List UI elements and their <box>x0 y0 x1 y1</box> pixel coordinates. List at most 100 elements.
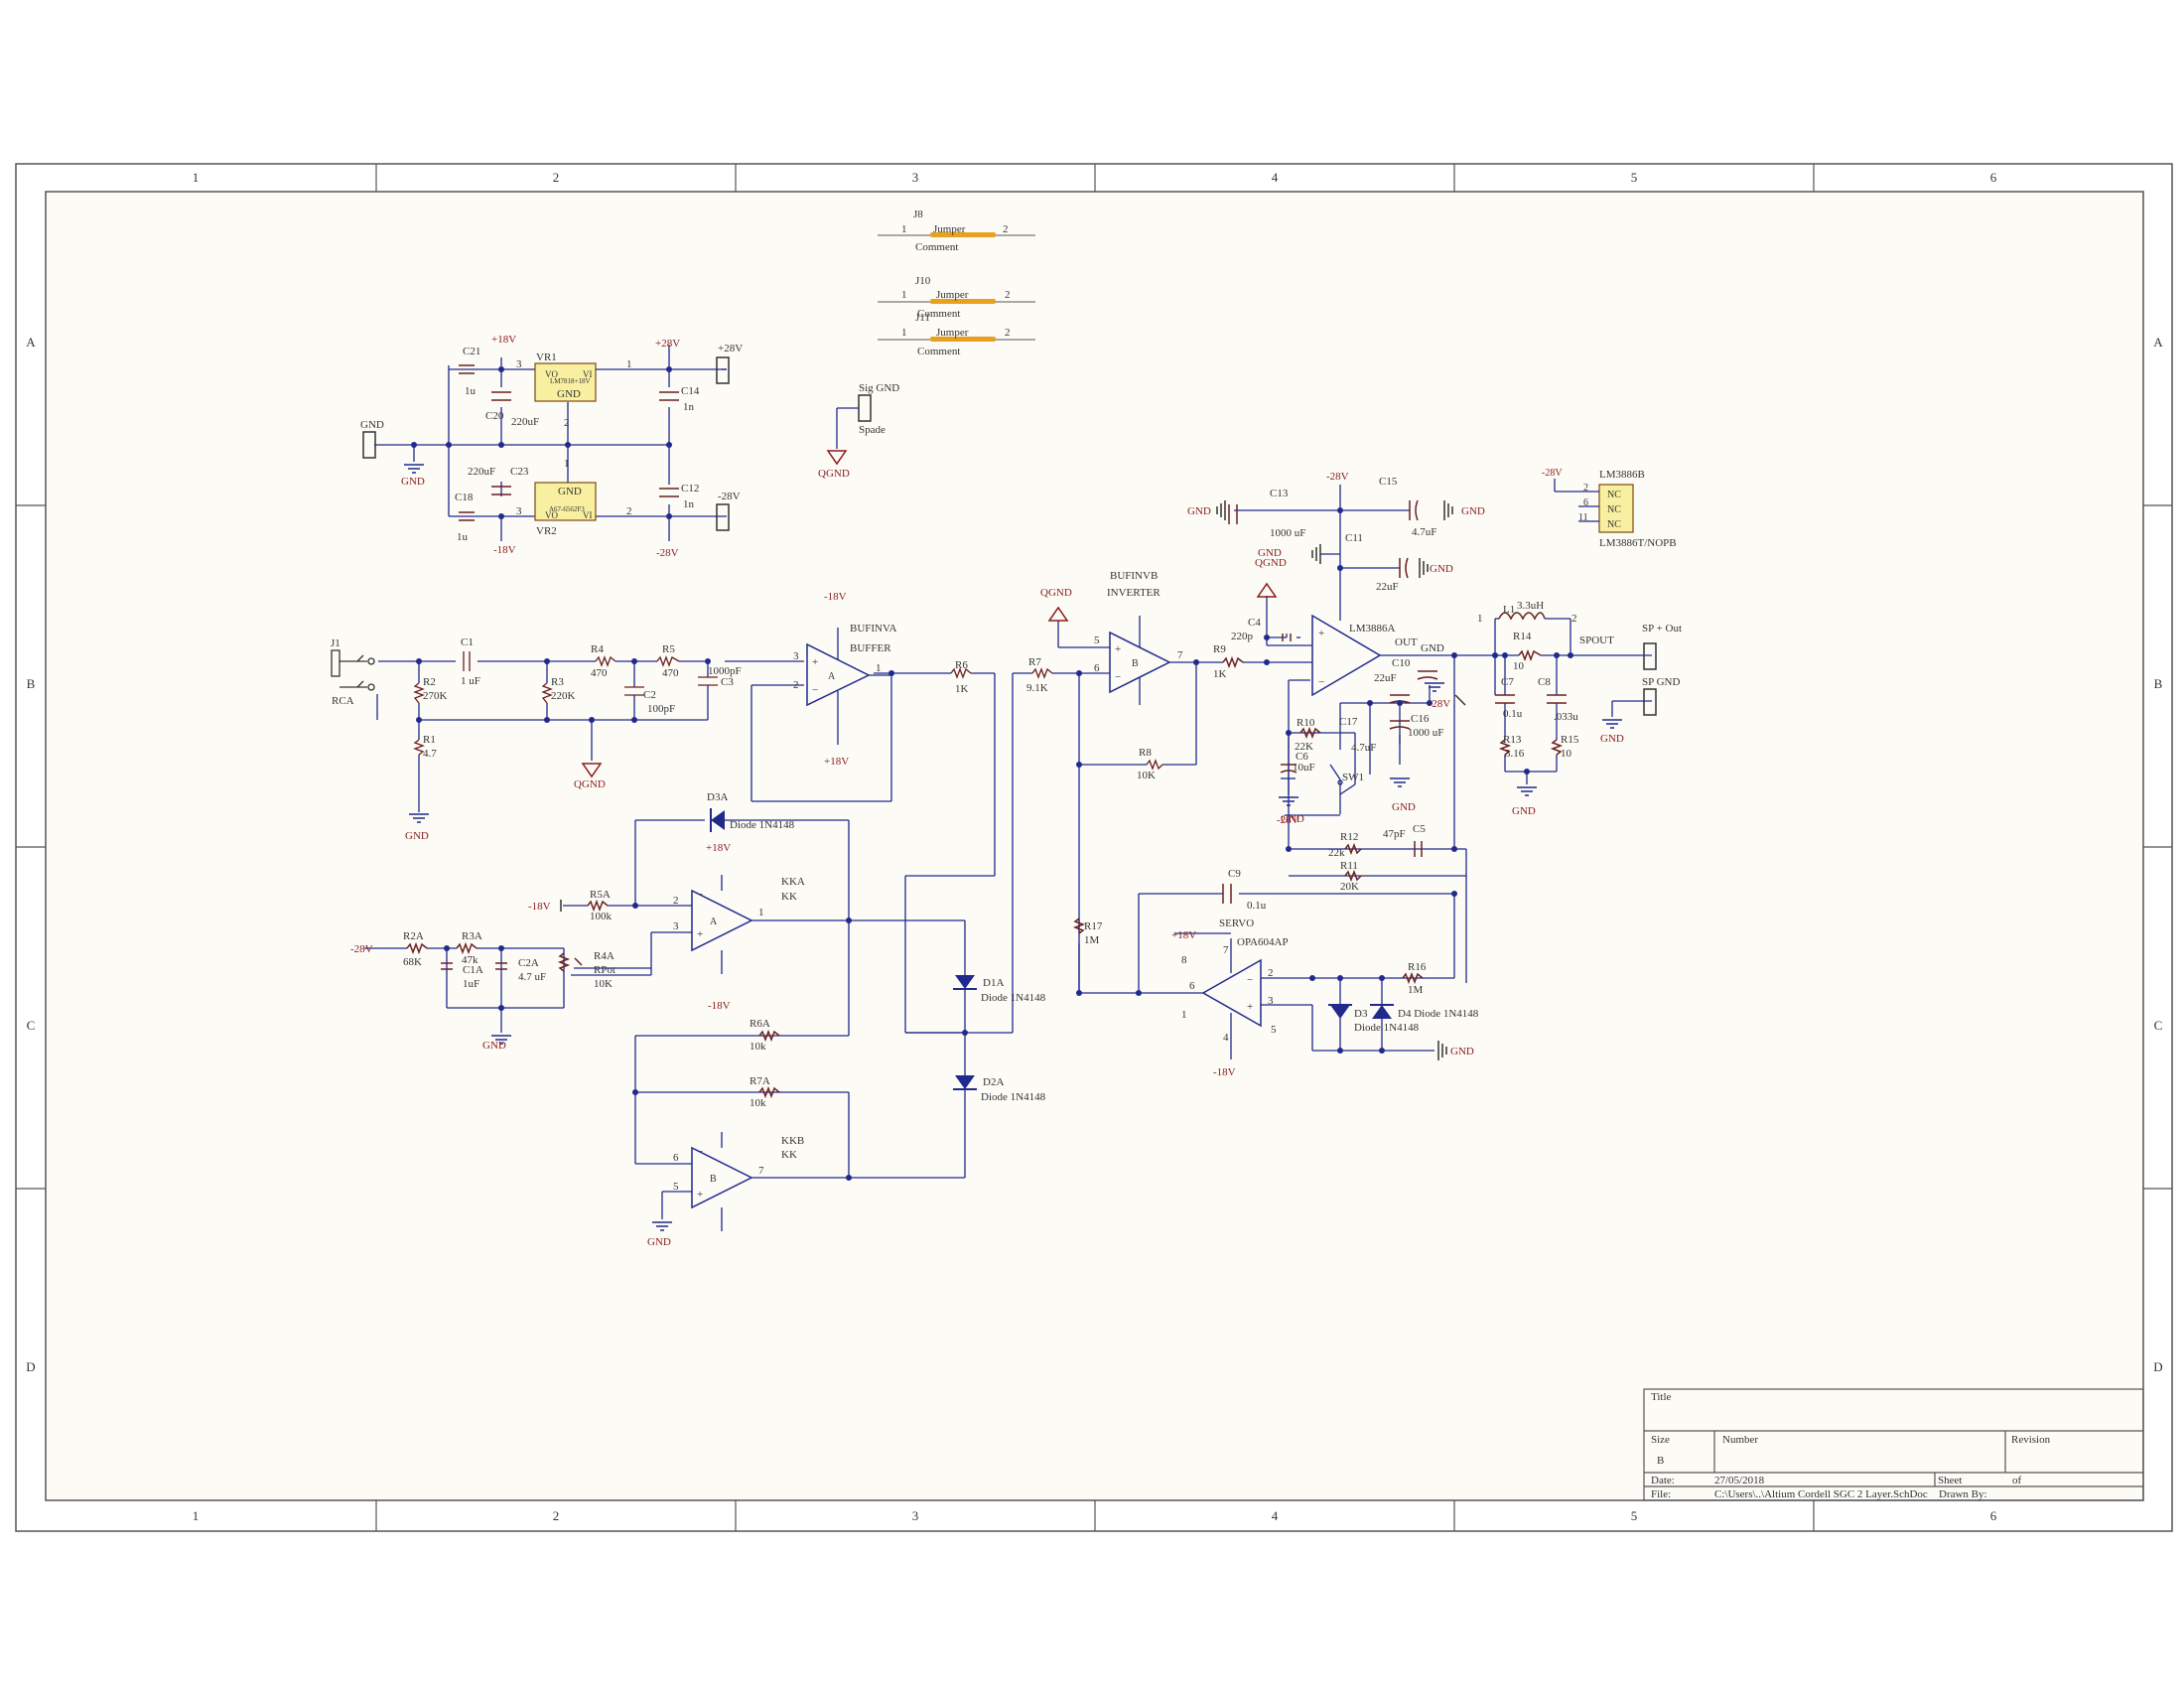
nc-label: NC <box>1607 490 1621 500</box>
gnd-label: GND <box>1281 813 1304 825</box>
net-p18: +18V <box>1171 929 1196 941</box>
c23-val: 220uF <box>468 466 495 478</box>
limiter-diodes <box>710 808 977 1090</box>
jumper-comment: Comment <box>917 346 960 357</box>
spade-part: Spade <box>859 424 886 436</box>
r5-val: 470 <box>662 667 679 679</box>
r3-val: 220K <box>551 690 576 702</box>
c14-ref: C14 <box>681 385 700 397</box>
r11-val: 20K <box>1340 881 1359 893</box>
l1-val: 3.3uH <box>1517 600 1544 612</box>
rca-label: RCA <box>332 695 354 707</box>
col-label: 4 <box>1272 170 1279 185</box>
gnd-label: GND <box>1461 505 1485 517</box>
svg-text:3: 3 <box>1268 995 1274 1007</box>
r17-val: 1M <box>1084 934 1100 946</box>
jumper-name: Jumper <box>936 327 969 339</box>
svg-text:+: + <box>1318 628 1324 639</box>
r13-val: 3.16 <box>1505 748 1525 760</box>
gnd-label: GND <box>1258 547 1282 559</box>
r4-val: 470 <box>591 667 608 679</box>
d4-ref: D4 Diode 1N4148 <box>1398 1008 1479 1020</box>
svg-text:B: B <box>710 1174 717 1185</box>
jumper-block: J8 1 Jumper 2 Comment J10 1 Jumper 2 Com… <box>878 209 1035 357</box>
sp-gnd-connector <box>1643 688 1657 716</box>
c23-ref: C23 <box>510 466 529 478</box>
gnd-label: GND <box>1600 733 1624 745</box>
r10-ref: R10 <box>1297 717 1315 729</box>
svg-text:4: 4 <box>1223 1032 1229 1044</box>
c6-ref: C6 <box>1296 751 1308 763</box>
net-n28: -28V <box>1326 471 1349 483</box>
svg-text:+: + <box>812 656 818 668</box>
r13-ref: R13 <box>1503 734 1522 746</box>
vr1-gnd: GND <box>557 388 581 400</box>
svg-text:A: A <box>710 917 718 927</box>
conn-gnd <box>362 431 376 459</box>
net-p18: +18V <box>824 756 849 768</box>
pin: 2 <box>1583 483 1588 494</box>
file-value: C:\Users\..\Altium Cordell SGC 2 Layer.S… <box>1714 1488 1928 1500</box>
sp-plus-label: SP + Out <box>1642 623 1682 635</box>
date-value: 27/05/2018 <box>1714 1475 1765 1486</box>
jumper-pin: 1 <box>901 327 907 339</box>
c9-val: 0.1u <box>1247 900 1267 912</box>
svg-text:6: 6 <box>673 1152 679 1164</box>
c2-val: 100pF <box>647 703 675 715</box>
r2a-ref: R2A <box>403 930 424 942</box>
sp-out-connector <box>1643 642 1657 670</box>
r7-val: 9.1K <box>1026 682 1048 694</box>
d1a-ref: D1A <box>983 977 1004 989</box>
col-label: 6 <box>1990 170 1997 185</box>
r16-val: 1M <box>1408 984 1424 996</box>
svg-text:1: 1 <box>1477 613 1483 625</box>
r3a-ref: R3A <box>462 930 482 942</box>
c1a-ref: C1A <box>463 964 483 976</box>
kka-name: KKA <box>781 876 805 888</box>
r6a-ref: R6A <box>750 1018 770 1030</box>
r15-ref: R15 <box>1561 734 1579 746</box>
c7-val: 0.1u <box>1503 708 1523 720</box>
gnd-label: GND <box>1187 505 1211 517</box>
svg-text:8: 8 <box>1181 954 1187 966</box>
spade-name: Sig GND <box>859 382 899 394</box>
net-n28: -28V <box>350 943 373 955</box>
r6a-val: 10k <box>750 1041 766 1053</box>
vr1-ref: VR1 <box>536 352 557 363</box>
inverter-opamp: +−B 567 BUFINVB INVERTER R7 9.1K R8 10K … <box>1012 570 1206 1033</box>
svg-text:5: 5 <box>1094 635 1100 646</box>
svg-text:1: 1 <box>876 662 882 674</box>
svg-text:−: − <box>697 889 703 901</box>
net-p28: +28V <box>1426 698 1450 710</box>
c4-val: 220p <box>1231 631 1254 642</box>
jumper-name: Jumper <box>933 223 966 235</box>
c10-val: 22uF <box>1374 672 1397 684</box>
svg-text:3: 3 <box>793 650 799 662</box>
c12-ref: C12 <box>681 483 699 494</box>
c13-ref: C13 <box>1270 488 1289 499</box>
vr2-vo: VO <box>545 510 558 520</box>
col-label: 5 <box>1631 1508 1638 1523</box>
jumper-ref: J8 <box>913 209 923 220</box>
c7-ref: C7 <box>1501 676 1514 688</box>
servo-name: SERVO <box>1219 917 1254 929</box>
c5-val: 47pF <box>1383 828 1406 840</box>
net-p18: +18V <box>706 842 731 854</box>
c4-ref: C4 <box>1248 617 1261 629</box>
pin: 11 <box>1578 512 1588 523</box>
svg-text:+: + <box>697 1189 703 1200</box>
c13-val: 1000 uF <box>1270 527 1305 539</box>
col-label: 6 <box>1990 1508 1997 1523</box>
r5a-ref: R5A <box>590 889 611 901</box>
c3-val: 1000pF <box>708 665 742 677</box>
buffer-sub: BUFFER <box>850 642 891 654</box>
d2a-part: Diode 1N4148 <box>981 1091 1046 1103</box>
jumper-comment: Comment <box>915 241 958 253</box>
r3-ref: R3 <box>551 676 564 688</box>
svg-text:B: B <box>1132 658 1139 669</box>
power-amp-section: +− LM3886A OUT GND R9 1K C4 220p C13 100… <box>1187 471 1495 983</box>
vr1-vi: VI <box>583 369 593 379</box>
gnd-label: GND <box>1430 563 1453 575</box>
nc-label: NC <box>1607 519 1621 530</box>
